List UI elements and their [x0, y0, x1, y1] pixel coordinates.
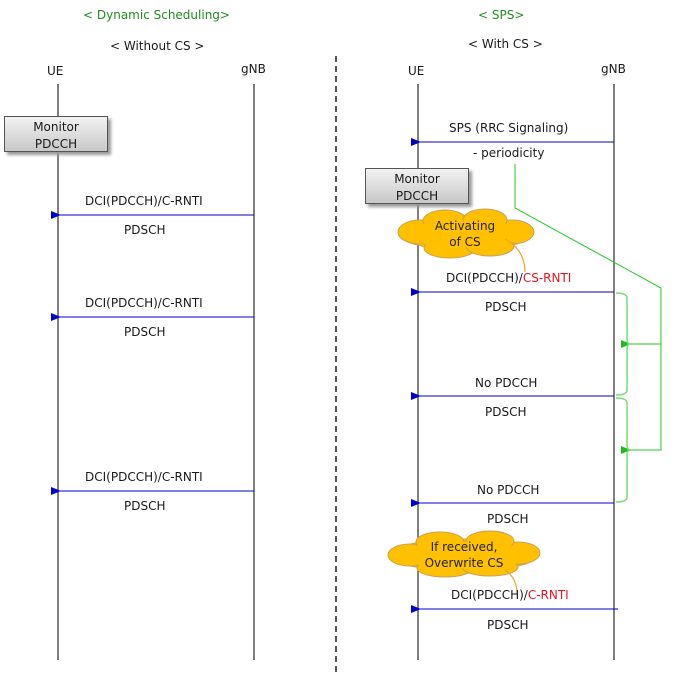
- left-gnb-label: gNB: [241, 62, 266, 76]
- right-gnb-label: gNB: [601, 62, 626, 76]
- right-msg-4-label: DCI(PDCCH)/C-RNTI: [451, 588, 569, 602]
- right-monitor-pdcch-box: Monitor PDCCH: [365, 168, 469, 204]
- right-msg-2-label: No PDCCH: [475, 376, 538, 390]
- cloud-activating-tail: [504, 238, 526, 273]
- cloud-activating: [397, 208, 535, 259]
- periodicity-connector: [514, 164, 662, 451]
- right-msg-1-label: DCI(PDCCH)/CS-RNTI: [446, 271, 571, 285]
- cloud-activating-text: Activating of CS: [415, 218, 515, 250]
- box-line: Monitor: [394, 172, 440, 186]
- cloud-overwrite-tail: [504, 569, 518, 595]
- msg-prefix: DCI(PDCCH)/: [446, 271, 523, 285]
- left-msg-3-sub: PDSCH: [124, 499, 166, 513]
- sps-sub: - periodicity: [473, 146, 545, 160]
- sps-label: SPS (RRC Signaling): [449, 121, 569, 135]
- box-line: PDCCH: [34, 137, 78, 151]
- cloud-line: Overwrite CS: [424, 556, 504, 570]
- left-msg-1-sub: PDSCH: [124, 223, 166, 237]
- left-msg-2-label: DCI(PDCCH)/C-RNTI: [85, 296, 203, 310]
- cloud-line: If received,: [430, 540, 498, 554]
- right-ue-label: UE: [408, 64, 425, 78]
- cloud-overwrite-text: If received, Overwrite CS: [404, 539, 524, 571]
- right-msg-4-sub: PDSCH: [487, 618, 529, 632]
- box-line: PDCCH: [395, 189, 439, 203]
- right-msg-2-sub: PDSCH: [485, 405, 527, 419]
- left-msg-3-label: DCI(PDCCH)/C-RNTI: [85, 470, 203, 484]
- brace-1: [615, 292, 631, 396]
- cloud-overwrite: [387, 530, 541, 578]
- msg-rnti: C-RNTI: [527, 588, 569, 602]
- box-line: Monitor: [33, 120, 79, 134]
- right-heading: < SPS>: [478, 8, 525, 22]
- brace-2: [615, 397, 631, 503]
- cloud-line: Activating: [434, 219, 496, 233]
- right-msg-3-label: No PDCCH: [477, 483, 540, 497]
- left-heading: < Dynamic Scheduling>: [83, 8, 230, 22]
- right-subheading: < With CS >: [468, 37, 543, 51]
- left-msg-1-label: DCI(PDCCH)/C-RNTI: [85, 194, 203, 208]
- msg-rnti: CS-RNTI: [522, 271, 572, 285]
- right-msg-1-sub: PDSCH: [485, 300, 527, 314]
- left-ue-label: UE: [47, 64, 64, 78]
- msg-prefix: DCI(PDCCH)/: [451, 588, 528, 602]
- left-msg-2-sub: PDSCH: [124, 325, 166, 339]
- left-monitor-pdcch-box: Monitor PDCCH: [4, 116, 108, 152]
- right-msg-3-sub: PDSCH: [487, 512, 529, 526]
- left-subheading: < Without CS >: [110, 39, 205, 53]
- cloud-line: of CS: [449, 235, 481, 249]
